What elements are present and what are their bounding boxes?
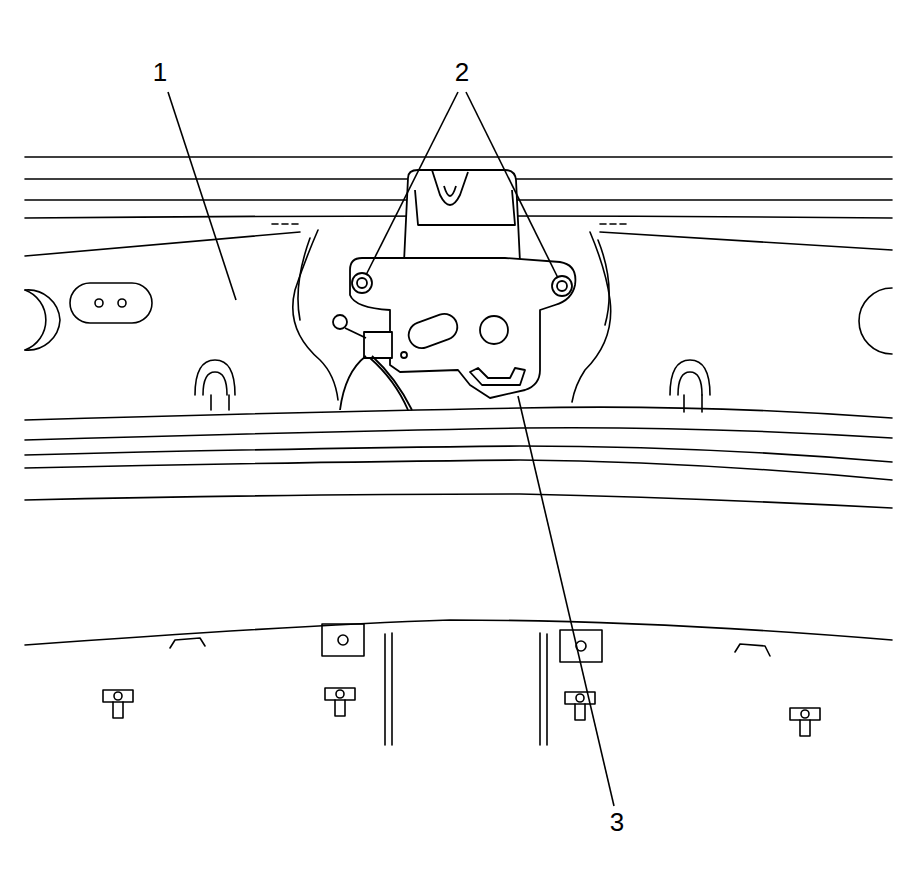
callout-number: 1: [151, 59, 169, 85]
callout-number: 3: [608, 809, 626, 835]
callout-number: 2: [453, 59, 471, 85]
